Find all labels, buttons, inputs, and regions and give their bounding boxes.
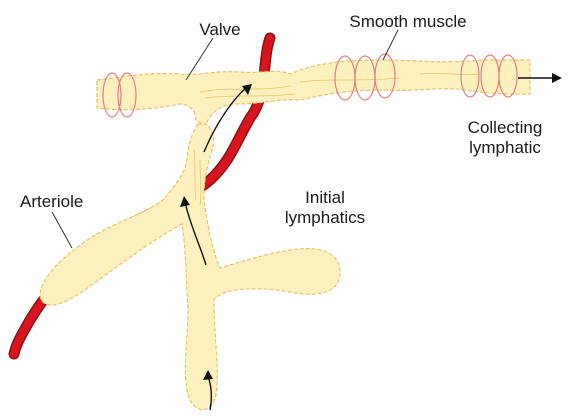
label-initial-line2: lymphatics xyxy=(270,208,380,228)
label-initial-line1: Initial xyxy=(270,188,380,208)
leader-arteriole xyxy=(52,212,72,248)
label-collecting-line1: Collecting xyxy=(450,118,560,138)
initial-lymphatics-vessel xyxy=(40,124,340,410)
label-valve: Valve xyxy=(190,20,250,40)
label-collecting-lymphatic: Collecting lymphatic xyxy=(450,118,560,158)
label-arteriole: Arteriole xyxy=(20,192,100,212)
label-collecting-line2: lymphatic xyxy=(450,138,560,158)
leader-smooth-muscle xyxy=(383,30,398,60)
label-smooth-muscle: Smooth muscle xyxy=(338,12,478,32)
label-initial-lymphatics: Initial lymphatics xyxy=(270,188,380,228)
